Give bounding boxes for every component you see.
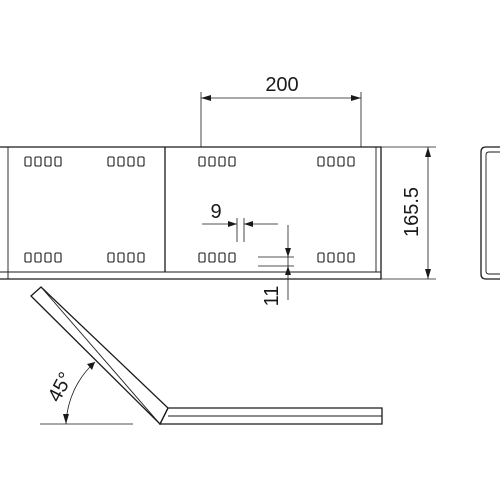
slot-hole: [208, 156, 216, 167]
slot-hole: [34, 252, 42, 263]
slot-hole: [218, 252, 226, 263]
slot-hole: [208, 252, 216, 263]
slot-hole: [107, 252, 115, 263]
slot-hole: [54, 252, 62, 263]
slot-hole: [117, 252, 125, 263]
slot-hole: [228, 252, 236, 263]
slot-hole: [327, 156, 335, 167]
height-dimension: 165.5: [381, 146, 436, 280]
slot-hole: [347, 252, 355, 263]
bottom-offset-dimension: 11: [258, 225, 294, 306]
slot-hole: [24, 156, 32, 167]
slot-hole: [54, 156, 62, 167]
slot-hole: [44, 252, 52, 263]
slot-hole: [337, 156, 345, 167]
slot-hole: [337, 252, 345, 263]
slot-hole: [127, 156, 135, 167]
slot-hole: [107, 156, 115, 167]
bottom-offset-label: 11: [261, 286, 283, 307]
angled-arm: [30, 286, 169, 426]
slot-hole: [34, 156, 42, 167]
flat-arm: [158, 407, 383, 425]
slot-hole: [347, 156, 355, 167]
width-dimension: 200: [200, 74, 362, 147]
height-label: 165.5: [401, 187, 423, 237]
slot-hole: [137, 156, 145, 167]
slot-hole: [228, 156, 236, 167]
slot-hole: [117, 156, 125, 167]
slot-hole: [317, 252, 325, 263]
slot-hole: [127, 252, 135, 263]
slot-hole: [198, 156, 206, 167]
slot-holes: [24, 156, 355, 263]
slot-hole: [24, 252, 32, 263]
slot-gap-dimension: 9: [202, 201, 278, 242]
slot-hole: [137, 252, 145, 263]
slot-hole: [317, 156, 325, 167]
slot-hole: [198, 252, 206, 263]
slot-gap-label: 9: [210, 201, 221, 223]
slot-hole: [44, 156, 52, 167]
front-view: [0, 146, 382, 280]
side-view: [480, 146, 500, 280]
slot-hole: [327, 252, 335, 263]
angle-label: 45°: [44, 369, 78, 406]
angle-dimension: 45°: [40, 361, 133, 425]
slot-hole: [218, 156, 226, 167]
plate-outline: [0, 146, 382, 280]
top-view: [30, 286, 383, 426]
width-label: 200: [265, 74, 298, 96]
